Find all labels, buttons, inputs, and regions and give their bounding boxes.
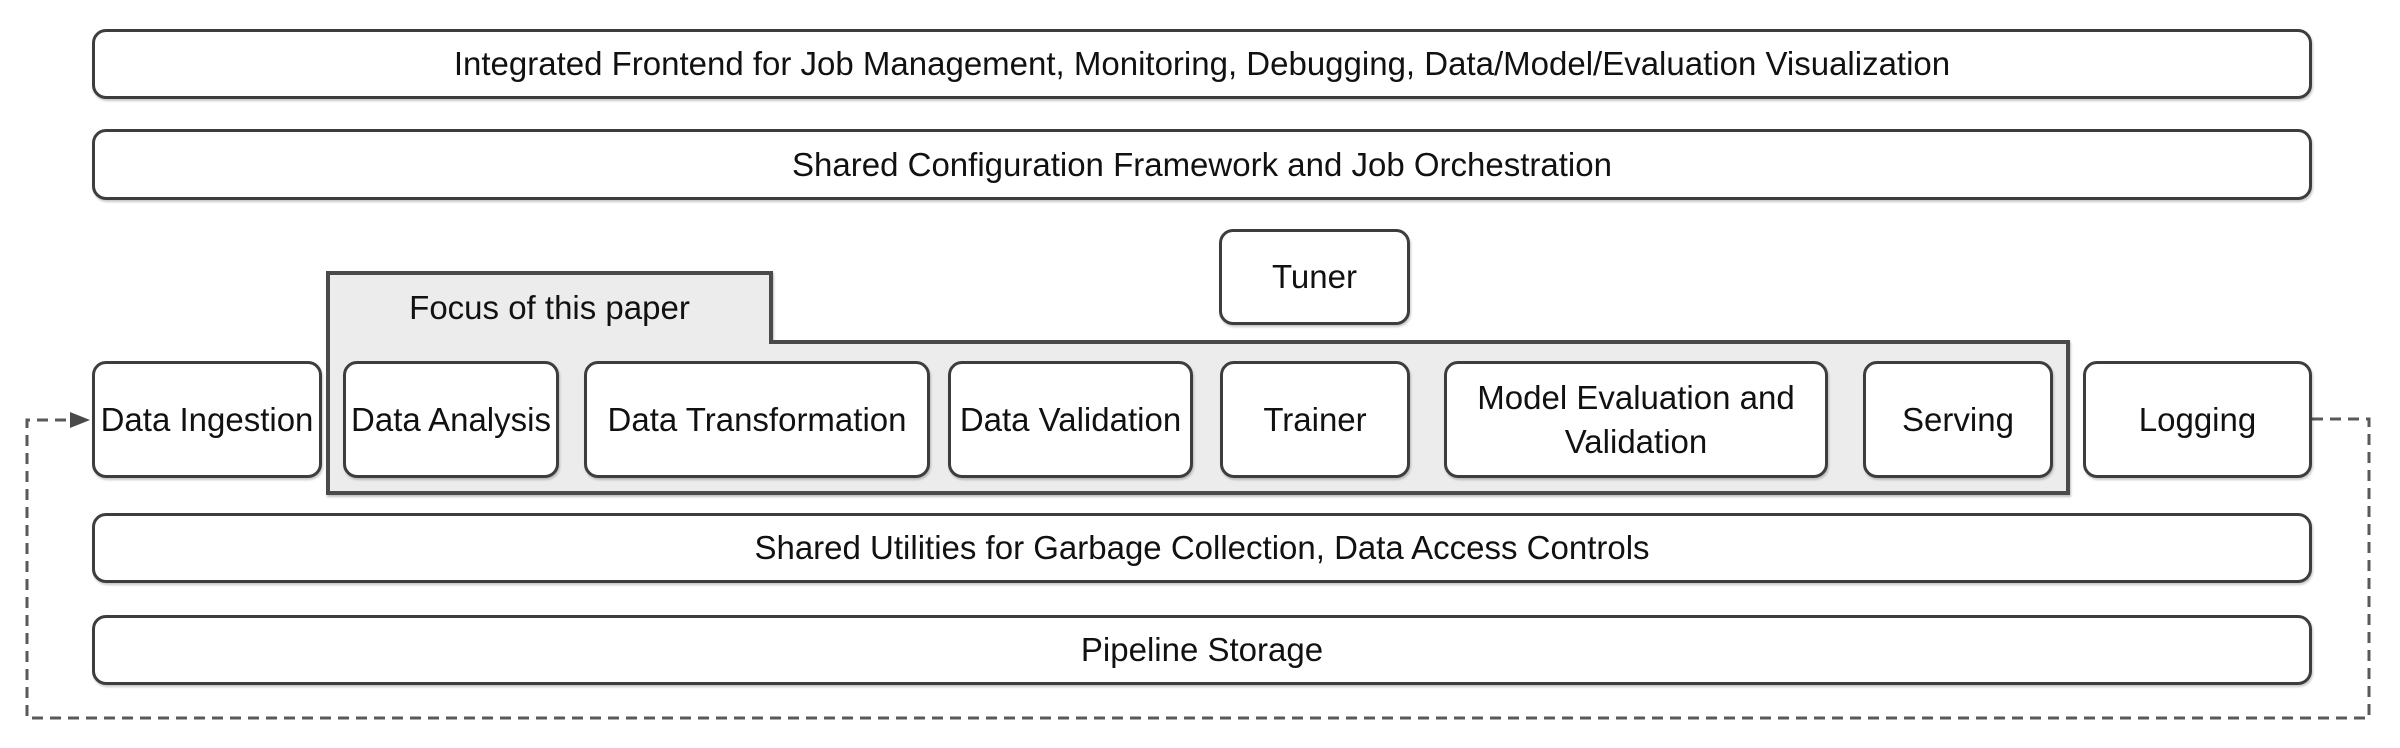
pipeline-storage-bar: Pipeline Storage [92,615,2312,685]
data-transformation-box: Data Transformation [584,361,930,478]
data-validation-box: Data Validation [948,361,1193,478]
serving-box: Serving [1863,361,2053,478]
data-ingestion-box: Data Ingestion [92,361,322,478]
data-analysis-box: Data Analysis [343,361,559,478]
integrated-frontend-bar: Integrated Frontend for Job Management, … [92,29,2312,99]
model-evaluation-box: Model Evaluation and Validation [1444,361,1828,478]
trainer-box: Trainer [1220,361,1410,478]
tuner-box: Tuner [1219,229,1410,325]
arrowhead-icon [70,412,90,428]
logging-box: Logging [2083,361,2312,478]
shared-utilities-bar: Shared Utilities for Garbage Collection,… [92,513,2312,583]
config-orchestration-bar: Shared Configuration Framework and Job O… [92,129,2312,200]
focus-group-label: Focus of this paper [409,288,690,326]
